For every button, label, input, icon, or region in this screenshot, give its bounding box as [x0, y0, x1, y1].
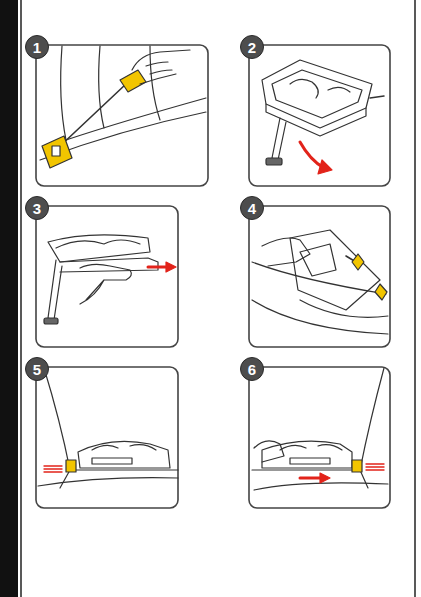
step-number: 4 [240, 196, 264, 220]
callout-number: 2 [248, 40, 256, 55]
callout-number: 1 [33, 40, 41, 55]
side-band [0, 0, 18, 597]
panel-4-illustration [252, 230, 388, 334]
panel-1-illustration [40, 46, 206, 168]
callout-number: 3 [33, 201, 41, 216]
panel-2-illustration [262, 60, 384, 174]
callout-number: 6 [248, 362, 256, 377]
step-number: 6 [240, 357, 264, 381]
panel-3-illustration [44, 235, 176, 324]
step-number: 1 [25, 35, 49, 59]
panel-5-illustration [38, 368, 178, 488]
panel-6-illustration [252, 368, 388, 490]
callout-number: 5 [33, 362, 41, 377]
frame-line [414, 0, 416, 597]
step-number: 2 [240, 35, 264, 59]
panel-frames [36, 45, 390, 508]
step-number: 3 [25, 196, 49, 220]
step-number: 5 [25, 357, 49, 381]
frame-line [20, 0, 22, 597]
callout-number: 4 [248, 201, 256, 216]
